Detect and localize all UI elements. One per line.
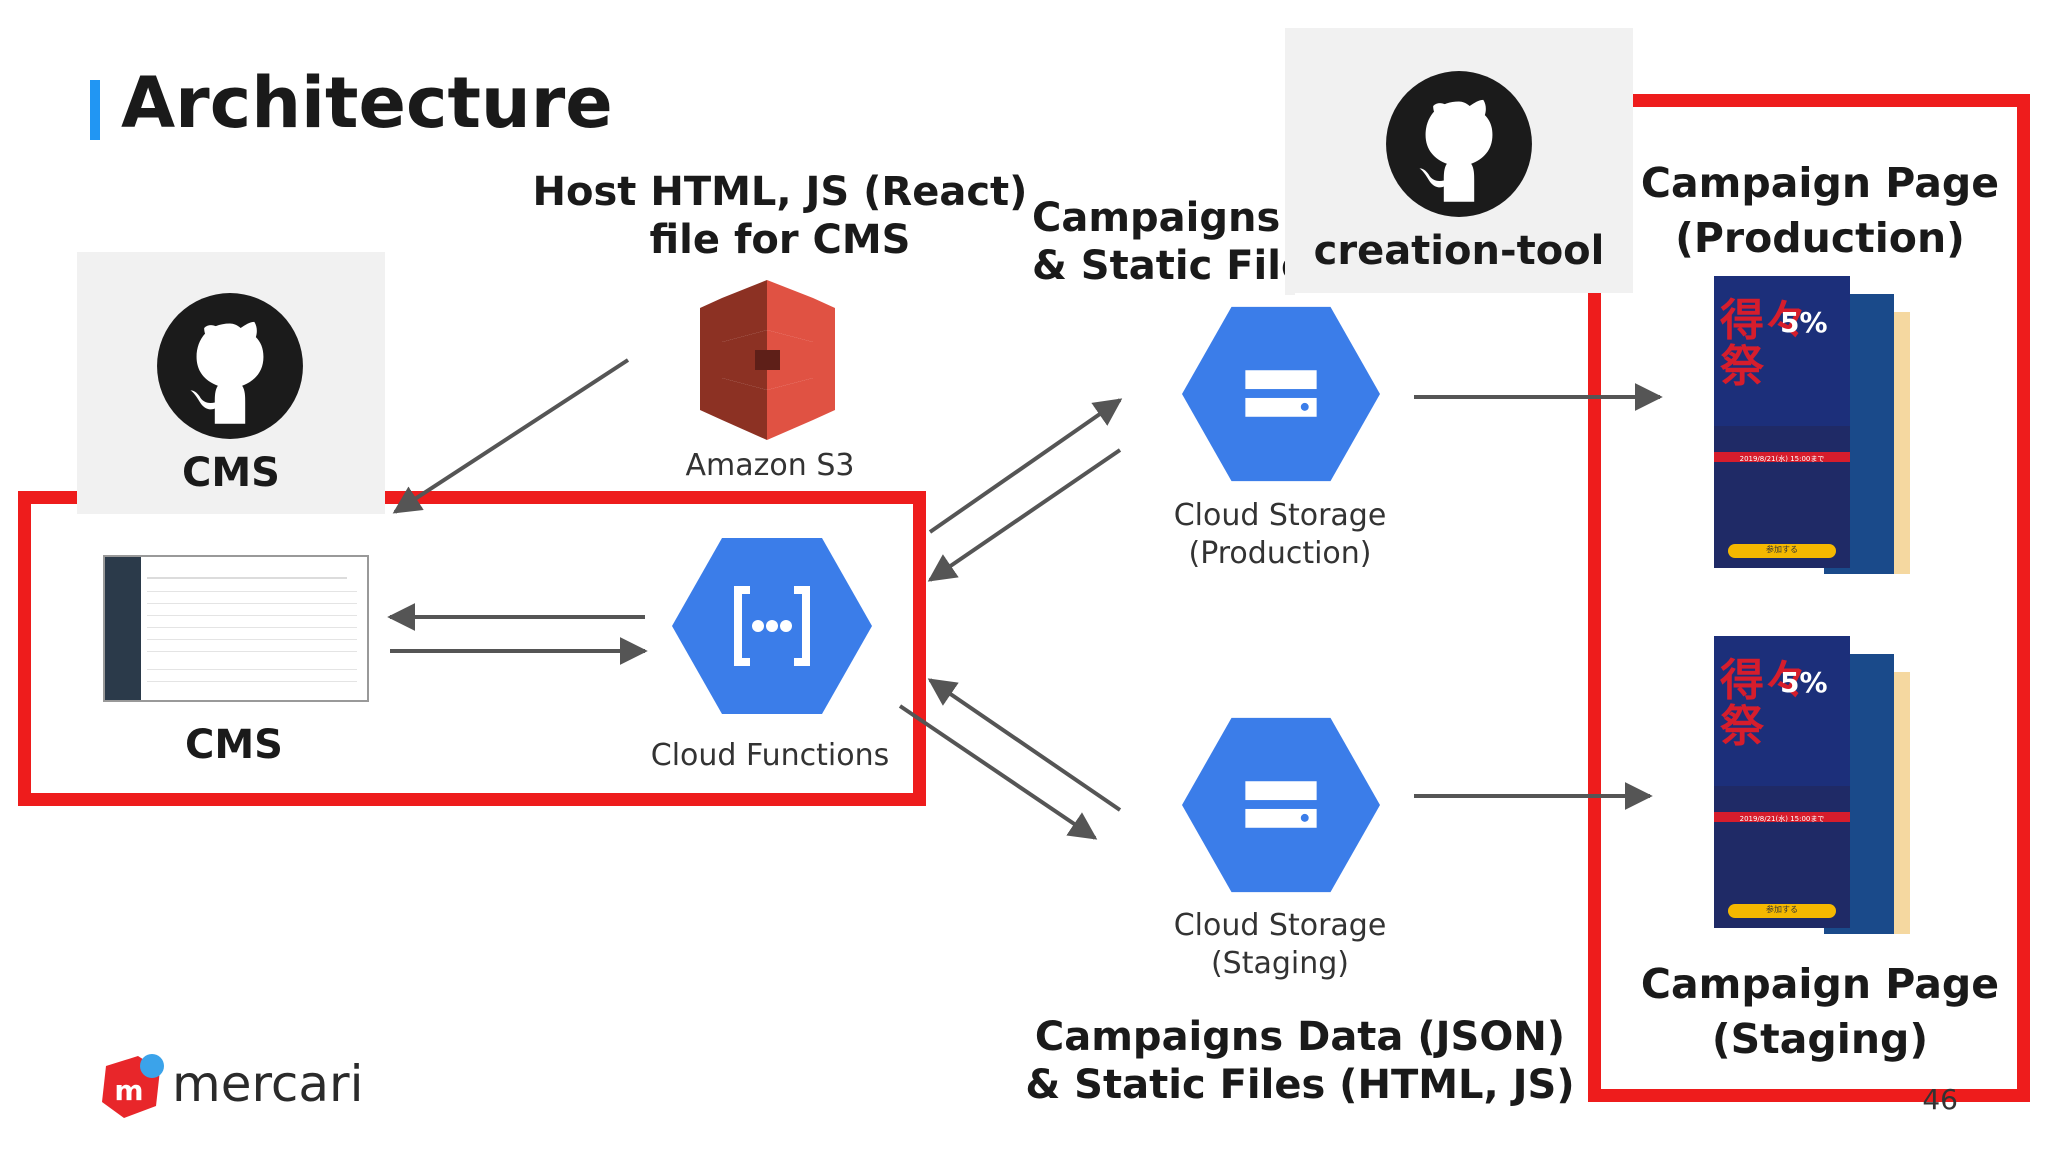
github-icon xyxy=(157,293,303,439)
storage-production-line1: Cloud Storage xyxy=(1173,498,1387,533)
arrow-functions-to-storage-prod xyxy=(928,398,1123,534)
cms-app-label: CMS xyxy=(185,722,283,768)
amazon-s3-icon xyxy=(700,280,835,440)
creation-tool-repo-overlay xyxy=(1285,185,1295,295)
cloud-storage-icon xyxy=(1182,717,1380,893)
poster-pct: 5% xyxy=(1780,306,1828,339)
campaign-pages-frame xyxy=(1588,94,2030,1102)
poster-cta: 参加する xyxy=(1728,904,1836,918)
github-icon xyxy=(1386,71,1532,217)
cloud-storage-icon xyxy=(1182,306,1380,482)
title-accent-bar xyxy=(90,80,100,140)
cms-app-screenshot xyxy=(103,555,369,702)
s3-heading-line2: file for CMS xyxy=(649,217,911,263)
arrow-s3-to-cms xyxy=(392,358,630,514)
page-number: 46 xyxy=(1922,1083,1958,1116)
storage-production-line2: (Production) xyxy=(1188,536,1372,571)
bottom-data-heading-line2: & Static Files (HTML, JS) xyxy=(1025,1062,1575,1108)
s3-heading-line1: Host HTML, JS (React) xyxy=(532,169,1028,215)
creation-tool-label: creation-tool xyxy=(1313,228,1605,274)
top-data-heading-line2: & Static Files xyxy=(1032,243,1292,289)
arrow-functions-to-storage-staging xyxy=(898,704,1098,840)
top-data-heading-line1: Campaigns I xyxy=(1032,195,1292,241)
campaign-staging-line2: (Staging) xyxy=(1711,1015,1929,1063)
campaign-production-line1: Campaign Page xyxy=(1640,159,2000,207)
mercari-logo-icon xyxy=(102,1054,164,1118)
campaign-production-heading: Campaign Page (Production) xyxy=(1620,156,2020,266)
bottom-data-heading-line1: Campaigns Data (JSON) xyxy=(1034,1014,1566,1060)
mercari-logo-letter: m xyxy=(114,1074,144,1107)
cloud-functions-label: Cloud Functions xyxy=(650,738,890,773)
poster-cta: 参加する xyxy=(1728,544,1836,558)
poster-date: 2019/8/21(水) 15:00まで xyxy=(1739,455,1825,463)
campaign-staging-heading: Campaign Page (Staging) xyxy=(1620,957,2020,1067)
mercari-logo-text: mercari xyxy=(172,1055,364,1113)
campaign-production-line2: (Production) xyxy=(1675,214,1965,262)
s3-label: Amazon S3 xyxy=(685,448,855,483)
cms-repo-label: CMS xyxy=(182,450,280,496)
campaign-page-staging-image: 得々祭 5% 2019/8/21(水) 15:00まで 参加する xyxy=(1714,636,1938,956)
poster-date: 2019/8/21(水) 15:00まで xyxy=(1739,815,1825,823)
slide-title: Architecture xyxy=(121,62,613,144)
cms-repo-box: CMS xyxy=(77,252,385,514)
storage-staging-line1: Cloud Storage xyxy=(1173,908,1387,943)
poster-pct: 5% xyxy=(1780,666,1828,699)
storage-staging-label: Cloud Storage (Staging) xyxy=(1140,907,1420,983)
s3-heading: Host HTML, JS (React) file for CMS xyxy=(520,168,1040,264)
campaign-staging-line1: Campaign Page xyxy=(1640,960,2000,1008)
cloud-functions-icon xyxy=(672,538,872,714)
storage-production-label: Cloud Storage (Production) xyxy=(1140,497,1420,573)
arrow-storage-prod-to-functions xyxy=(927,448,1122,582)
creation-tool-repo-box: creation-tool xyxy=(1285,28,1633,293)
bottom-data-heading: Campaigns Data (JSON) & Static Files (HT… xyxy=(1020,1013,1580,1109)
storage-staging-line2: (Staging) xyxy=(1210,946,1350,981)
arrow-storage-staging-to-functions xyxy=(927,678,1122,812)
campaign-page-production-image: 得々祭 5% 2019/8/21(水) 15:00まで 参加する xyxy=(1714,276,1938,596)
top-data-heading: Campaigns I & Static Files xyxy=(1032,194,1292,290)
